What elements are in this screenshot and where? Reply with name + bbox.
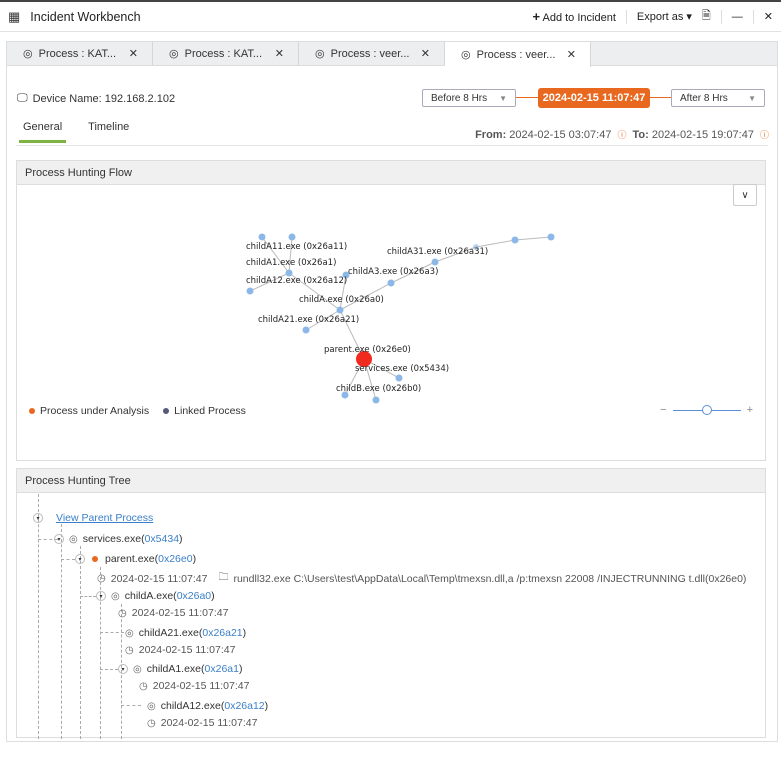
graph-node <box>547 233 555 241</box>
tab-process-4[interactable]: ◎Process : veer...✕ <box>445 42 591 67</box>
tree-node-services[interactable]: ▾◎services.exe(0x5434) <box>54 533 183 545</box>
node-label: childA3.exe (0x26a3) <box>348 267 438 277</box>
graph-node <box>387 279 395 287</box>
minimize-button[interactable]: — <box>731 10 743 23</box>
add-to-incident-button[interactable]: + Add to Incident <box>532 9 616 24</box>
graph-node <box>246 287 254 295</box>
tree-node-childA21[interactable]: ◎childA21.exe(0x26a21) <box>125 627 247 639</box>
before-select[interactable]: Before 8 Hrs▼ <box>422 89 516 107</box>
process-icon: ◎ <box>169 48 179 60</box>
node-label: childA11.exe (0x26a11) <box>246 242 347 252</box>
node-label: childA.exe (0x26a0) <box>299 295 384 305</box>
legend-linked: Linked Process <box>163 405 246 417</box>
tab-timeline[interactable]: Timeline <box>88 121 130 133</box>
close-tab-icon[interactable]: ✕ <box>128 48 138 60</box>
process-icon: ◎ <box>315 48 325 60</box>
chevron-down-icon[interactable]: ∨ <box>733 184 757 206</box>
process-icon: ◎ <box>461 49 471 61</box>
collapse-toggle[interactable]: ▾ <box>75 554 85 564</box>
info-icon: ⓘ <box>617 130 627 140</box>
monitor-icon: 🖵 <box>17 92 28 104</box>
close-tab-icon[interactable]: ✕ <box>274 48 284 60</box>
node-label: childA1.exe (0x26a1) <box>246 258 336 268</box>
clock-icon: ◷ <box>139 680 148 692</box>
graph-node <box>342 271 350 279</box>
folder-icon: 🗀 <box>218 572 229 583</box>
node-label: childA12.exe (0x26a12) <box>246 276 347 286</box>
close-tab-icon[interactable]: ✕ <box>566 49 576 61</box>
target-node <box>356 351 372 367</box>
graph-node <box>288 233 296 241</box>
process-hunting-tree-panel: Process Hunting Tree ▾ View Parent Proces… <box>16 468 766 739</box>
workbench-icon: ▦ <box>8 8 21 24</box>
title-bar: ▦ Incident Workbench + Add to Incident E… <box>0 0 781 32</box>
analysis-dot-icon <box>92 556 98 562</box>
tree-node-childA1[interactable]: ▾◎childA1.exe(0x26a1) <box>118 663 242 675</box>
graph-node <box>341 391 349 399</box>
collapse-toggle[interactable]: ▾ <box>118 664 128 674</box>
collapse-toggle[interactable]: ▾ <box>96 591 106 601</box>
info-icon: ⓘ <box>759 130 769 140</box>
graph-node <box>431 258 439 266</box>
tab-bar: ◎Process : KAT...✕ ◎Process : KAT...✕ ◎P… <box>7 42 777 67</box>
process-icon: ◎ <box>23 48 33 60</box>
tree-title: Process Hunting Tree <box>17 469 765 493</box>
zoom-slider[interactable]: −+ <box>660 404 753 416</box>
zoom-in-icon: + <box>746 404 753 416</box>
tree-node-parent[interactable]: ▾parent.exe(0x26e0) <box>75 553 196 565</box>
export-as-button[interactable]: Export as ▾ <box>636 11 692 23</box>
main-panel: ◎Process : KAT...✕ ◎Process : KAT...✕ ◎P… <box>6 41 778 742</box>
graph-node <box>285 269 293 277</box>
clock-icon: ◷ <box>118 607 127 619</box>
tab-process-3[interactable]: ◎Process : veer...✕ <box>299 42 445 65</box>
collapse-toggle[interactable]: ▾ <box>54 534 64 544</box>
process-icon: ◎ <box>125 627 134 639</box>
process-icon: ◎ <box>111 590 120 602</box>
window-title: Incident Workbench <box>30 9 141 24</box>
legend-analysis: Process under Analysis <box>29 405 149 417</box>
tree-node-childA[interactable]: ▾◎childA.exe(0x26a0) <box>96 590 215 602</box>
clock-icon: ◷ <box>125 644 134 656</box>
node-label: childB.exe (0x26b0) <box>336 384 421 394</box>
process-icon: ◎ <box>147 700 156 712</box>
graph-node <box>473 244 479 250</box>
process-hunting-flow-panel: Process Hunting Flow ∨ <box>16 160 766 461</box>
after-select[interactable]: After 8 Hrs▼ <box>671 89 765 107</box>
graph-node <box>336 306 344 314</box>
graph-node <box>372 396 380 404</box>
collapse-toggle[interactable]: ▾ <box>33 513 43 523</box>
graph-node <box>302 326 310 334</box>
report-icon[interactable]: 🗎 <box>701 10 711 22</box>
tree-node-childA12[interactable]: ◎childA12.exe(0x26a12) <box>147 700 269 712</box>
node-label: childA31.exe (0x26a31) <box>387 247 488 257</box>
node-label: childA21.exe (0x26a21) <box>258 315 359 325</box>
process-graph[interactable]: childA11.exe (0x26a11) childA1.exe (0x26… <box>17 186 765 461</box>
tab-process-1[interactable]: ◎Process : KAT...✕ <box>7 42 153 65</box>
graph-node <box>511 236 519 244</box>
process-icon: ◎ <box>69 533 78 545</box>
node-label: parent.exe (0x26e0) <box>324 345 411 355</box>
center-time-button[interactable]: 2024-02-15 11:07:47 <box>538 88 650 108</box>
close-button[interactable]: ✕ <box>763 11 773 23</box>
zoom-out-icon: − <box>660 404 667 416</box>
device-name: 🖵Device Name: 192.168.2.102 <box>17 92 176 105</box>
process-tree: ▾View Parent Process ▾◎services.exe(0x54… <box>17 494 765 739</box>
clock-icon: ◷ <box>147 717 156 729</box>
process-icon: ◎ <box>133 663 142 675</box>
graph-node <box>395 374 403 382</box>
graph-node <box>258 233 266 241</box>
tab-general[interactable]: General <box>19 121 67 143</box>
tab-process-2[interactable]: ◎Process : KAT...✕ <box>153 42 299 65</box>
flow-title: Process Hunting Flow <box>17 161 765 185</box>
clock-icon: ◷ <box>97 573 106 584</box>
close-tab-icon[interactable]: ✕ <box>420 48 430 60</box>
node-label: services.exe (0x5434) <box>355 364 449 374</box>
view-parent-process-link[interactable]: View Parent Process <box>56 512 154 524</box>
